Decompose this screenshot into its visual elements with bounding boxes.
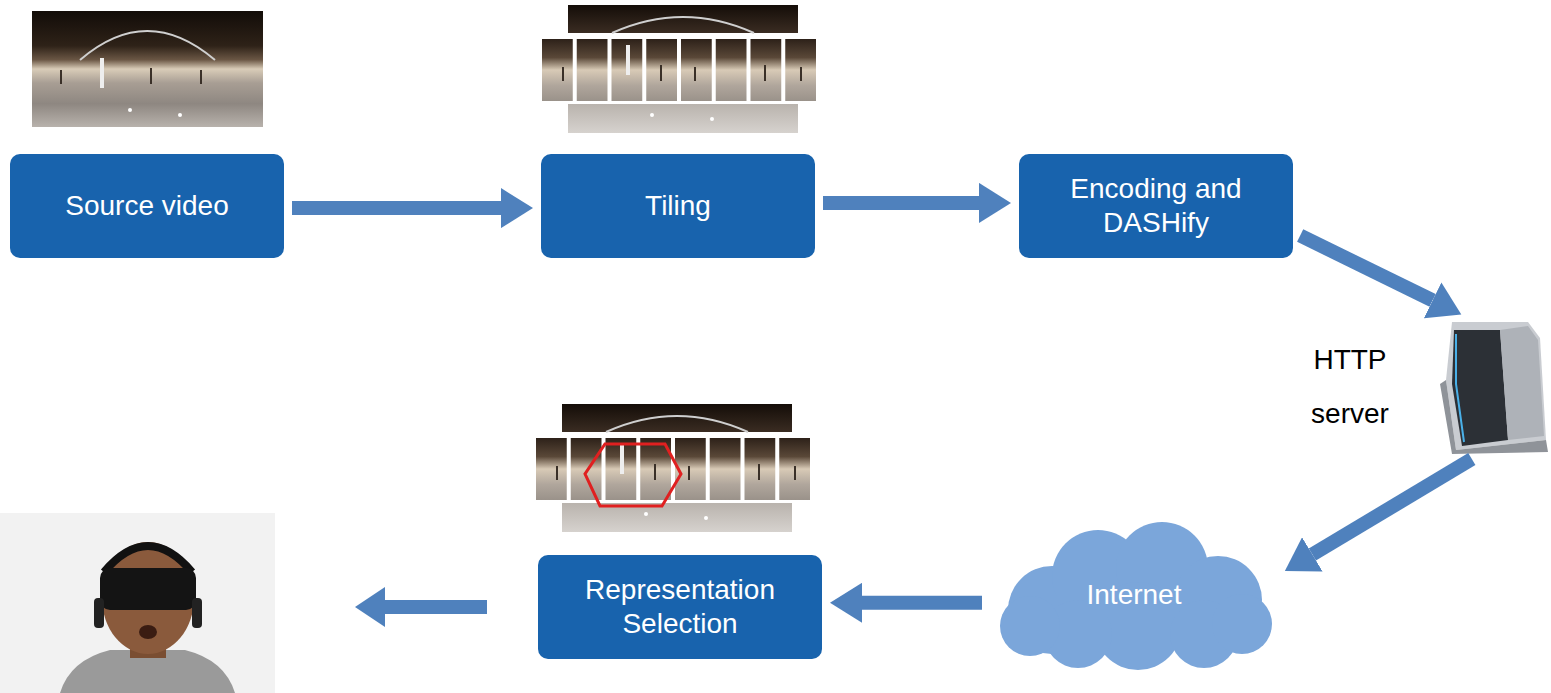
arrow-head <box>355 587 385 627</box>
dancer <box>200 70 202 84</box>
viewport-outline <box>585 444 681 506</box>
open-mouth <box>139 625 157 639</box>
dancer <box>60 70 62 84</box>
server-case <box>1446 322 1546 450</box>
floor-light <box>178 113 182 117</box>
server-side <box>1500 326 1544 440</box>
cloud-lobe <box>1212 594 1272 654</box>
process-box: Tiling <box>541 154 815 258</box>
dancer <box>150 68 152 84</box>
pillar <box>100 58 104 88</box>
flow-arrow <box>1300 236 1432 301</box>
server-front <box>1452 330 1508 446</box>
node-label: Tiling <box>645 189 711 223</box>
photo-background <box>0 513 275 693</box>
panorama-image <box>32 11 263 127</box>
server-label: HTTP server <box>1290 333 1410 441</box>
server-node: HTTP server <box>1290 318 1545 455</box>
view-arrow <box>355 587 487 627</box>
headset-goggles <box>100 568 196 610</box>
selected-tiles-panorama <box>536 404 810 532</box>
vr-viewer <box>0 513 275 693</box>
server-icon <box>1440 322 1548 454</box>
process-box: Representation Selection <box>538 555 822 659</box>
flow-arrow <box>823 196 979 210</box>
flow-arrow <box>862 596 982 610</box>
source-panorama <box>32 11 263 127</box>
headphone <box>192 598 202 628</box>
arrow-shaft <box>383 600 487 614</box>
cloud-lobe <box>1000 596 1060 656</box>
node-label: Encoding and DASHify <box>1039 172 1273 239</box>
flow-arrow <box>292 201 501 215</box>
node-label: Internet <box>1087 578 1182 612</box>
process-box: Encoding and DASHify <box>1019 154 1293 258</box>
process-box: Source video <box>10 154 284 258</box>
ceiling-arc <box>80 31 215 60</box>
server-light <box>1456 334 1464 442</box>
node-label: Source video <box>65 189 228 223</box>
network-cloud: Internet <box>990 518 1278 672</box>
flow-arrow <box>1312 459 1472 554</box>
floor-light <box>128 108 132 112</box>
headphone <box>94 598 104 628</box>
tiled-panorama <box>542 5 816 133</box>
node-label: Representation Selection <box>558 573 802 640</box>
